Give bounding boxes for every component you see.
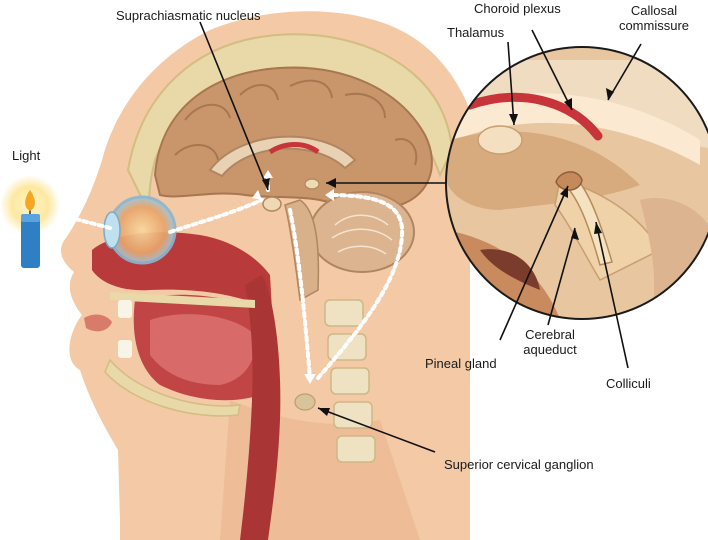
pointer-colliculi bbox=[595, 221, 629, 369]
cornea bbox=[103, 211, 121, 249]
pointer-lines bbox=[199, 21, 642, 453]
pointer-ganglion bbox=[317, 407, 436, 453]
cervical-vertebrae bbox=[324, 299, 376, 463]
label-colliculi: Colliculi bbox=[606, 376, 651, 391]
label-cerebral-aqueduct: Cerebral aqueduct bbox=[512, 327, 588, 357]
lower-teeth bbox=[118, 340, 132, 358]
candle-flame bbox=[25, 190, 35, 211]
label-superior-cervical-ganglion: Superior cervical ganglion bbox=[444, 457, 594, 472]
lips bbox=[84, 314, 112, 332]
zoom-pineal-gland bbox=[555, 171, 583, 191]
cerebellum-folia bbox=[331, 214, 393, 255]
label-thalamus: Thalamus bbox=[447, 25, 505, 40]
label-aqueduct-line1: Cerebral bbox=[525, 327, 575, 342]
superior-cervical-ganglion bbox=[294, 393, 316, 411]
label-callosal-line2: commissure bbox=[618, 18, 690, 33]
pointer-aqueduct bbox=[547, 227, 576, 326]
suprachiasmatic-nucleus bbox=[262, 196, 282, 212]
jaw-bone bbox=[104, 358, 241, 417]
label-choroid-plexus: Choroid plexus bbox=[474, 1, 561, 16]
magnified-view bbox=[445, 46, 708, 320]
pointer-callosal bbox=[607, 43, 642, 101]
label-callosal-commissure: Callosal commissure bbox=[611, 3, 697, 33]
zoom-choroid-plexus bbox=[465, 92, 603, 141]
pointer-choroid bbox=[531, 29, 573, 111]
pointer-scn bbox=[199, 21, 269, 191]
gyri bbox=[174, 79, 418, 166]
pointer-thalamus bbox=[507, 41, 515, 126]
pointer-pineal bbox=[499, 185, 569, 341]
zoom-lower-dark bbox=[480, 249, 540, 290]
label-light: Light bbox=[12, 148, 41, 163]
label-callosal-line1: Callosal bbox=[630, 3, 678, 18]
pharynx bbox=[240, 275, 281, 540]
label-suprachiasmatic-nucleus: Suprachiasmatic nucleus bbox=[116, 8, 261, 23]
tongue bbox=[150, 314, 256, 385]
label-aqueduct-line2: aqueduct bbox=[523, 342, 577, 357]
zoom-thalamus-nucleus bbox=[477, 125, 523, 155]
corpus-callosum bbox=[208, 135, 357, 178]
pointer-arrowheads bbox=[262, 88, 614, 416]
candle-body bbox=[21, 218, 40, 268]
pineal-gland-small bbox=[304, 178, 320, 190]
candle-top bbox=[21, 214, 40, 222]
choroid-small bbox=[268, 142, 320, 155]
pathway-arrowheads bbox=[252, 170, 334, 384]
upper-teeth bbox=[118, 300, 132, 318]
light-pathway bbox=[58, 173, 405, 380]
label-pineal-gland: Pineal gland bbox=[425, 356, 497, 371]
palate bbox=[110, 292, 255, 308]
